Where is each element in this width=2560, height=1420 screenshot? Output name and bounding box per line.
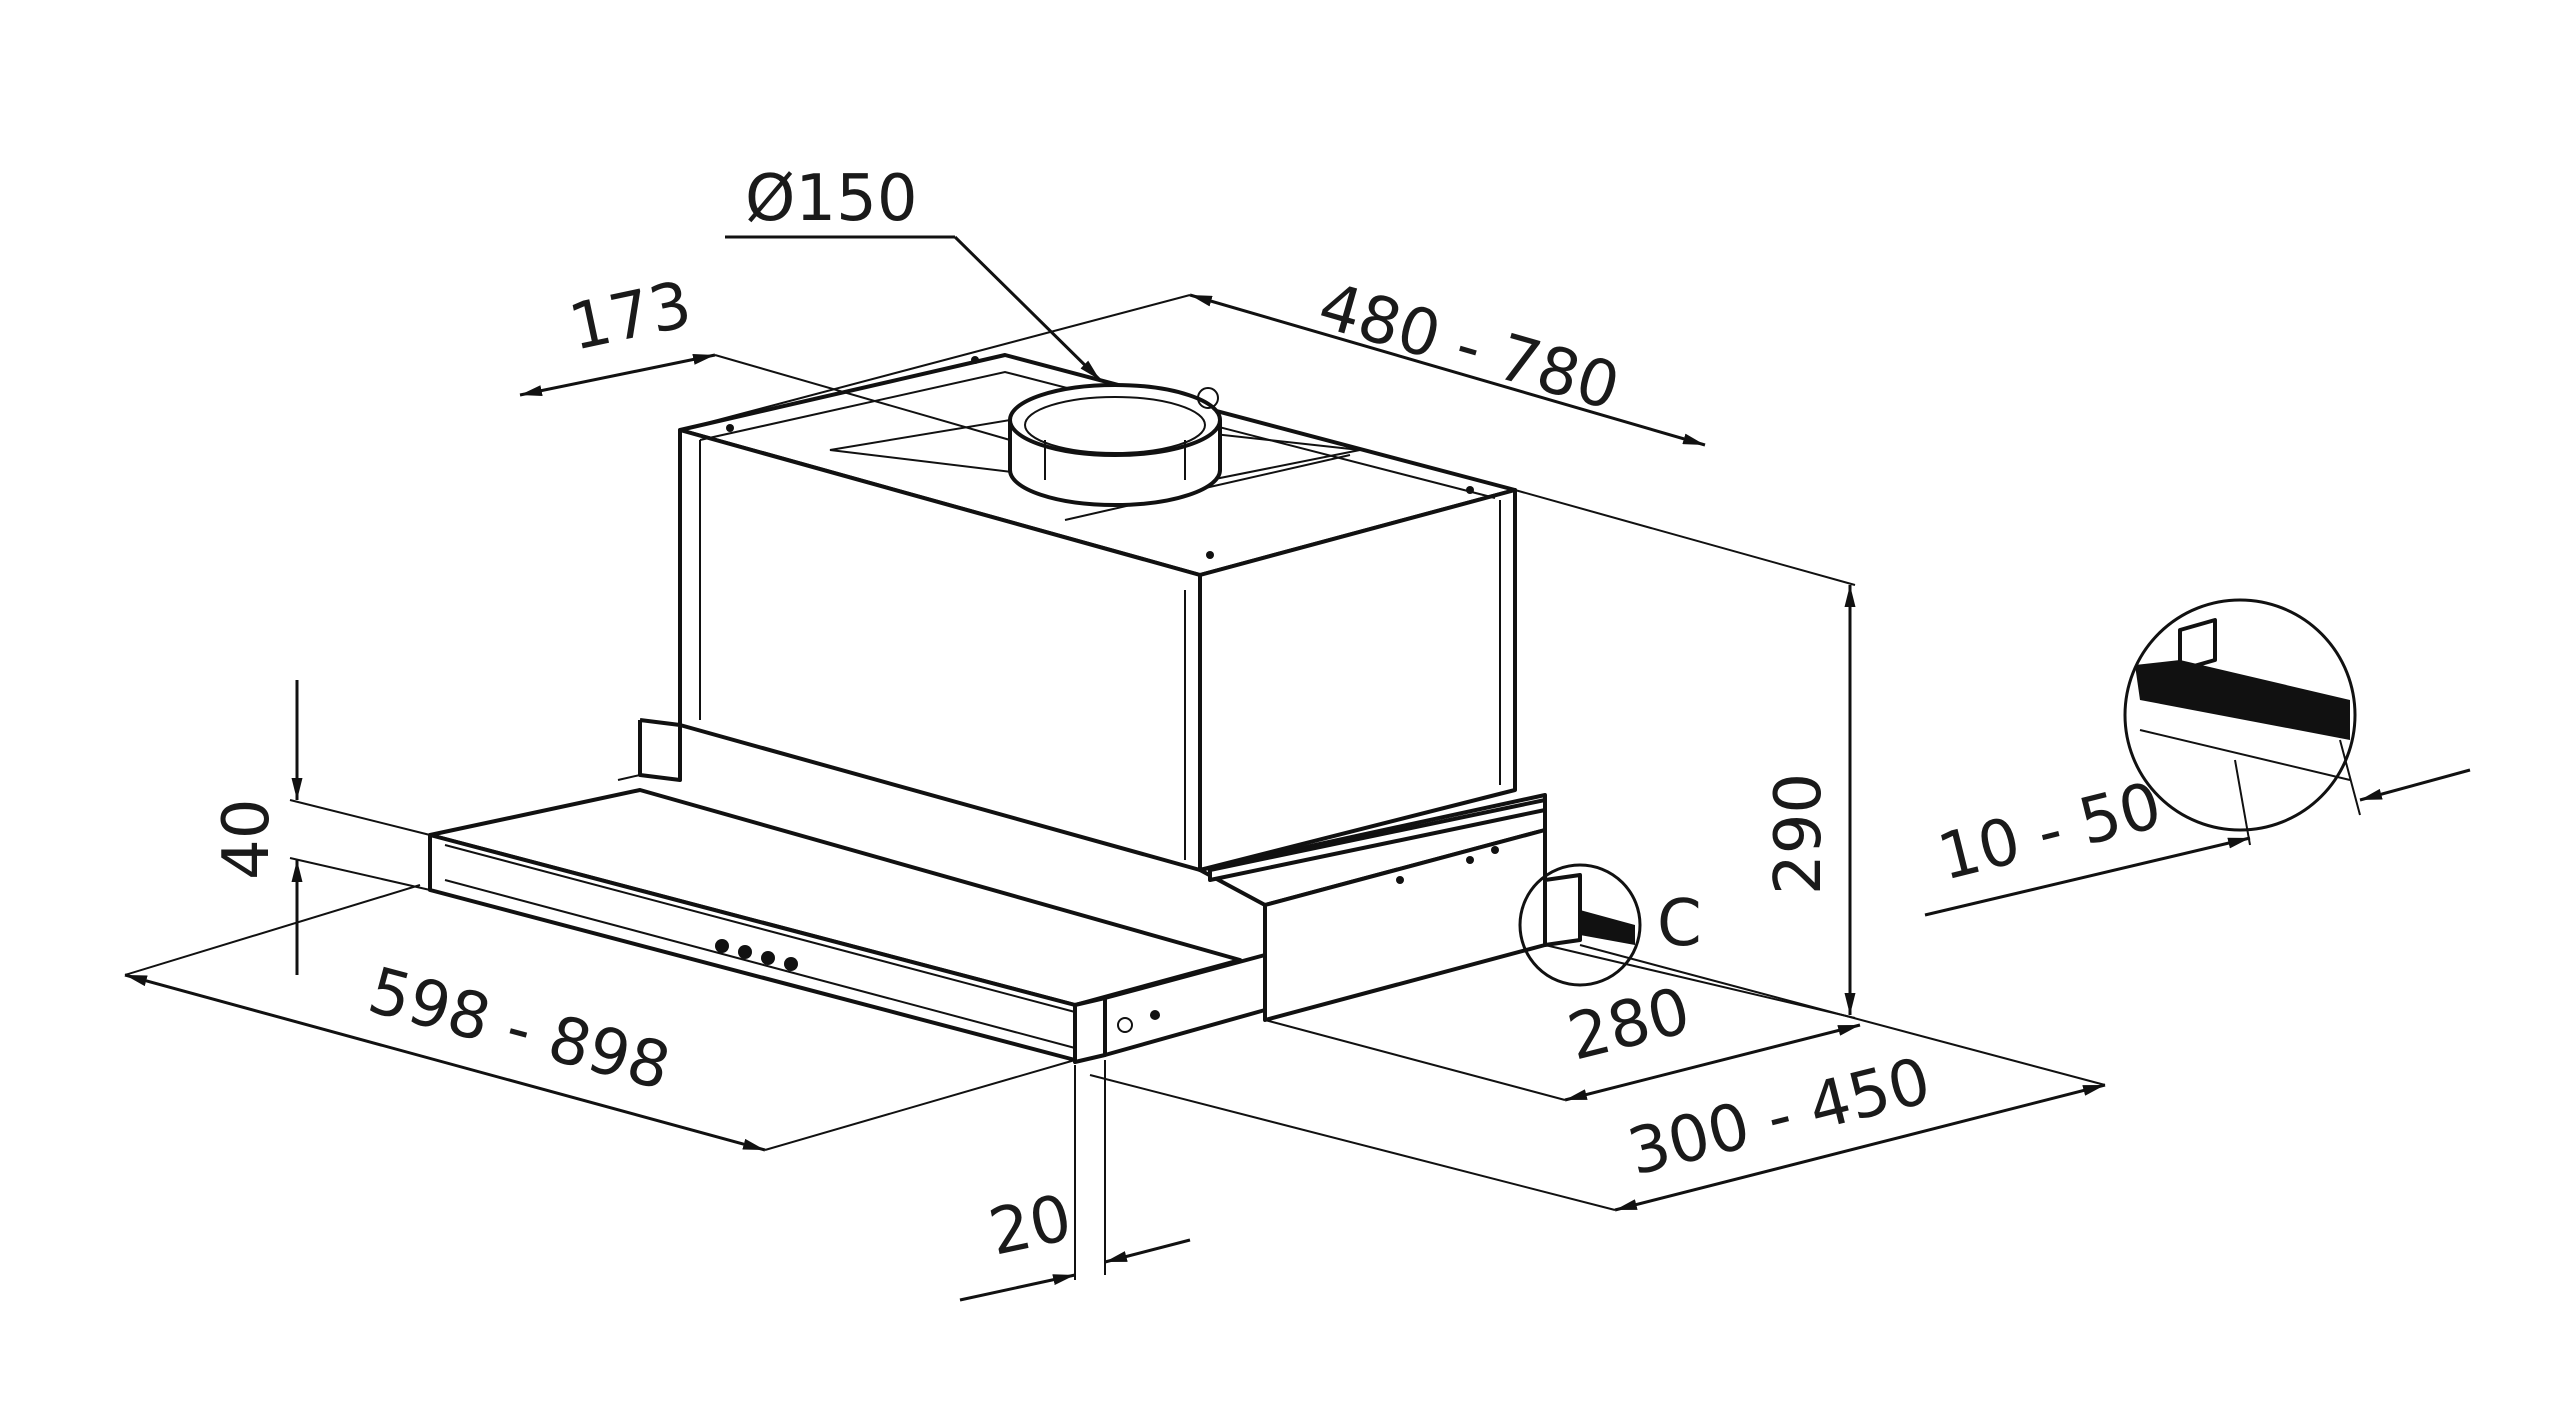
duct-spigot bbox=[1008, 383, 1222, 507]
dim-extension bbox=[1089, 944, 2106, 1212]
dim-height-label: 290 bbox=[1762, 773, 1836, 895]
mounting-bracket bbox=[617, 718, 682, 782]
control-button-4-icon bbox=[784, 957, 798, 971]
dim-depth bbox=[679, 293, 1706, 447]
dim-front-thickness-label: 20 bbox=[983, 1181, 1078, 1270]
slider-rail bbox=[1198, 793, 1582, 1022]
detail-label: C bbox=[1657, 887, 1702, 961]
dim-detail-range bbox=[1924, 739, 2471, 917]
control-button-1-icon bbox=[715, 939, 729, 953]
dim-diameter bbox=[725, 235, 1102, 382]
dim-duct-offset bbox=[519, 353, 1011, 441]
dim-width bbox=[124, 884, 1076, 1152]
dim-slider-depth bbox=[1264, 1019, 1861, 1102]
detail-c-marker bbox=[1518, 863, 1642, 987]
dim-height bbox=[1514, 489, 1856, 1019]
dim-panel-height-label: 40 bbox=[210, 799, 284, 880]
hood-body bbox=[678, 353, 1517, 872]
dim-slider-depth-label: 280 bbox=[1561, 974, 1697, 1075]
dim-duct-offset-label: 173 bbox=[563, 268, 698, 366]
dim-diameter-label: Ø150 bbox=[745, 162, 918, 236]
front-panel bbox=[428, 788, 1267, 1064]
detail-c-magnified bbox=[2123, 598, 2357, 832]
dim-depth-label: 480 - 780 bbox=[1311, 269, 1628, 425]
dim-detail-range-label: 10 - 50 bbox=[1931, 769, 2169, 896]
dim-front-thickness bbox=[959, 1060, 1191, 1302]
control-button-2-icon bbox=[738, 945, 752, 959]
control-button-3-icon bbox=[761, 951, 775, 965]
dim-panel-height bbox=[289, 680, 431, 975]
